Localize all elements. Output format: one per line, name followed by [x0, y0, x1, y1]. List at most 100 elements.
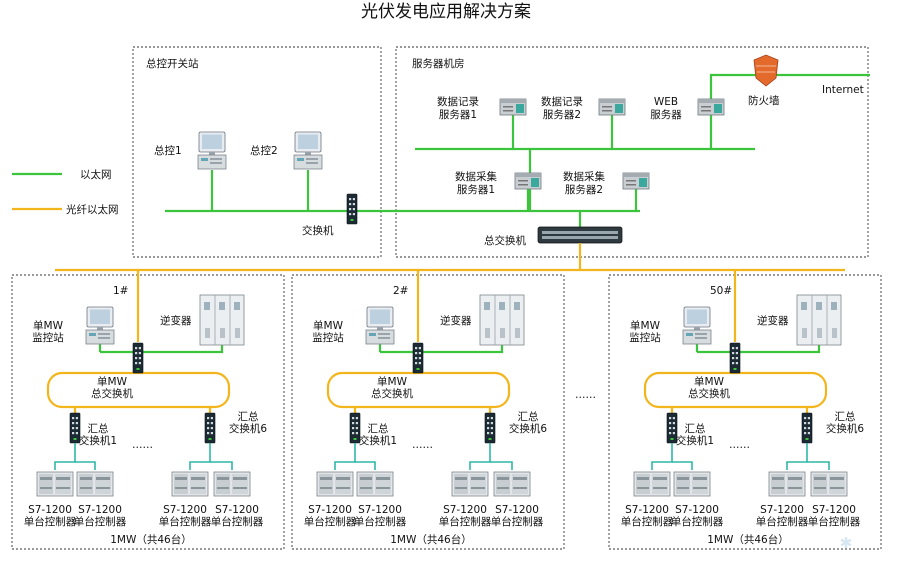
unit-id-label: 2# [393, 285, 408, 297]
fiber-ring [643, 371, 828, 409]
monitor-computer-icon [365, 306, 395, 345]
inverter-label: 逆变器 [440, 314, 472, 327]
controller-tree [651, 443, 673, 470]
inverter-link [140, 345, 224, 354]
unit-footer-label: 1MW（共46台） [707, 533, 788, 546]
watermark-mark: ✱ [840, 534, 853, 552]
controller-icon [171, 471, 209, 497]
controller-icon [810, 471, 848, 497]
controller-tree [490, 461, 513, 470]
web-firewall-link [709, 73, 765, 100]
agg-switch-6-icon [204, 412, 216, 444]
controller-icon [213, 471, 251, 497]
controller-icon [673, 471, 711, 497]
server-room-box [395, 46, 869, 258]
diagram-title: 光伏发电应用解决方案 [361, 2, 531, 22]
controller-tree [355, 461, 376, 470]
core-switch-label: 总交换机 [484, 234, 526, 247]
firewall-label: 防火墙 [748, 94, 780, 107]
inverter-label: 逆变器 [160, 314, 192, 327]
firewall-icon [753, 54, 779, 87]
inverter-label: 逆变器 [757, 314, 789, 327]
unit-id-label: 50# [710, 285, 732, 297]
acq-server-1-icon [514, 172, 542, 190]
controller-tree [334, 443, 356, 470]
agg-ellipsis: …… [412, 439, 433, 451]
controller-tree [54, 443, 76, 470]
server-room-title: 服务器机房 [412, 57, 465, 70]
controller-tree [210, 461, 233, 470]
agg-ellipsis: …… [729, 439, 750, 451]
agg-switch-6-label: 汇总交换机6 [229, 410, 267, 435]
unit-1-box [11, 274, 285, 550]
acq-server-2-icon [622, 172, 650, 190]
web-server-icon [697, 98, 725, 116]
controller-tree [807, 461, 830, 470]
rec2-label: 数据记录服务器2 [541, 95, 583, 121]
monitor-computer-icon [682, 306, 712, 345]
agg-switch-1-label: 汇总交换机1 [359, 422, 397, 447]
fiber-ring [326, 371, 511, 409]
controller-icon [451, 471, 489, 497]
inverter-icon [199, 294, 245, 346]
inverter-link [737, 345, 821, 354]
pc1-computer-icon [197, 131, 227, 170]
controller-icon [493, 471, 531, 497]
pc2-label: 总控2 [250, 144, 278, 157]
controller-icon [76, 471, 114, 497]
record-server-2-icon [598, 98, 626, 116]
fiber-ring [46, 371, 231, 409]
controller-tree [469, 443, 491, 470]
controller-icon [633, 471, 671, 497]
agg-switch-6-label: 汇总交换机6 [509, 410, 547, 435]
acq1-label: 数据采集服务器1 [455, 170, 497, 196]
unit-2-box [291, 274, 565, 550]
controller-tree [189, 443, 211, 470]
controller-tree [75, 461, 96, 470]
units-ellipsis: …… [575, 389, 596, 401]
unit-id-label: 1# [113, 285, 128, 297]
controller-tree [672, 461, 693, 470]
controller-icon [36, 471, 74, 497]
master-switch-label: 交换机 [302, 224, 334, 237]
mw-switch-icon [729, 342, 741, 374]
unit-footer-label: 1MW（共46台） [110, 533, 191, 546]
acq2-label: 数据采集服务器2 [563, 170, 605, 196]
agg-switch-6-icon [801, 412, 813, 444]
core-switch-icon [537, 226, 623, 244]
unit-50-box [608, 274, 882, 550]
internet-label: Internet [822, 84, 864, 96]
agg-switch-6-icon [484, 412, 496, 444]
legend-fiber-label: 光纤以太网 [66, 203, 119, 216]
agg-switch-1-label: 汇总交换机1 [79, 422, 117, 447]
agg-switch-6-label: 汇总交换机6 [826, 410, 864, 435]
rec1-label: 数据记录服务器1 [437, 95, 479, 121]
pc2-computer-icon [293, 131, 323, 170]
legend-ethernet-label: 以太网 [80, 168, 112, 181]
controller-icon [768, 471, 806, 497]
controller-icon [356, 471, 394, 497]
agg-ellipsis: …… [132, 439, 153, 451]
inverter-icon [479, 294, 525, 346]
pc1-label: 总控1 [154, 144, 182, 157]
